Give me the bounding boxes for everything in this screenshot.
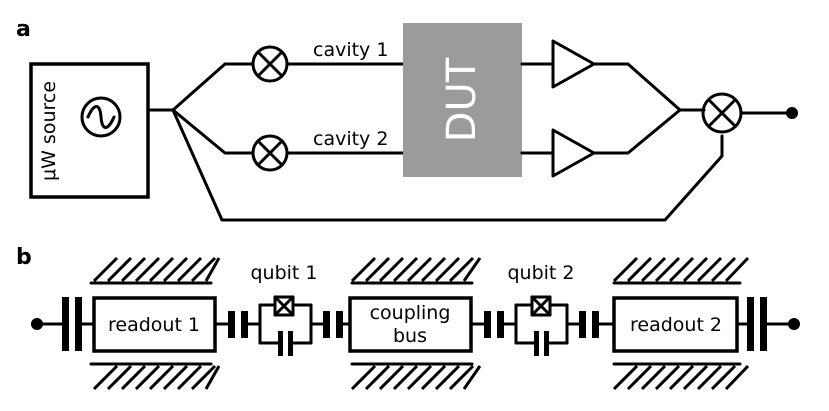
hatch-line — [668, 256, 695, 283]
hatch-line — [204, 257, 221, 282]
hatch-line — [626, 364, 653, 391]
qubit-1-circuit: qubit 1 — [213, 262, 352, 356]
hatch-line — [696, 364, 723, 391]
hatch-line — [162, 364, 189, 391]
mixer-icon — [251, 134, 289, 172]
hatch-line — [92, 364, 119, 391]
coupling-bus-label-line1: coupling — [370, 302, 451, 324]
dut-block: DUT — [403, 23, 522, 177]
hatch-line — [134, 256, 161, 283]
hatch-line — [106, 364, 133, 391]
source-label: μW source — [38, 81, 60, 181]
hatch-line — [724, 256, 750, 283]
hatch-line — [682, 364, 709, 391]
coupling-capacitor-icon — [62, 297, 82, 351]
hatch-line — [724, 364, 750, 391]
hatch-line — [668, 364, 695, 391]
panel-a-label: a — [16, 17, 31, 42]
hatch-line — [696, 256, 723, 283]
coupling-bus-label-line2: bus — [393, 325, 427, 347]
sine-wave-icon — [86, 105, 116, 129]
readout-1-resonator: readout 1 — [89, 281, 217, 366]
amplifier-icon — [551, 128, 596, 178]
hatch-line — [350, 364, 377, 391]
hatch-line — [640, 364, 667, 391]
panel-b-label: b — [16, 245, 32, 270]
hatch-line — [612, 256, 639, 283]
hatch-line — [378, 256, 405, 283]
dut-label: DUT — [439, 57, 485, 142]
hatch-line — [448, 364, 475, 391]
sine-source-icon — [80, 96, 122, 138]
hatch-line — [120, 364, 147, 391]
output-terminal — [786, 107, 798, 119]
cavity-2-label: cavity 2 — [313, 128, 388, 150]
hatch-line — [420, 364, 447, 391]
readout-2-label: readout 2 — [630, 314, 722, 336]
hatch-line — [626, 256, 653, 283]
josephson-junction-icon — [273, 295, 295, 317]
hatch-line — [162, 256, 189, 283]
hatch-line — [148, 364, 175, 391]
cavity-1-label: cavity 1 — [313, 39, 388, 61]
hatch-line — [364, 364, 391, 391]
amplifier-icon — [551, 39, 596, 89]
hatch-line — [190, 364, 217, 391]
josephson-junction-icon — [530, 295, 552, 317]
hatch-line — [364, 256, 391, 283]
hatch-line — [106, 256, 133, 283]
hatch-line — [420, 256, 447, 283]
hatch-line — [176, 256, 203, 283]
hatch-line — [710, 364, 737, 391]
coupling-bus-resonator: coupling bus — [348, 281, 474, 366]
hatch-line — [462, 257, 482, 282]
hatch-line — [640, 256, 667, 283]
hatch-line — [710, 256, 737, 283]
mixer-icon — [251, 45, 289, 83]
hatch-line — [204, 365, 221, 390]
ground-hatching — [92, 256, 750, 391]
hatch-line — [448, 256, 475, 283]
readout-1-label: readout 1 — [108, 314, 200, 336]
hatch-line — [654, 364, 681, 391]
coupling-capacitor-icon — [747, 297, 767, 351]
hatch-line — [378, 364, 405, 391]
hatch-line — [406, 256, 433, 283]
hatch-line — [148, 256, 175, 283]
splitter-wiring — [146, 62, 724, 222]
hatch-line — [120, 256, 147, 283]
qubit-1-label: qubit 1 — [250, 262, 317, 284]
mixer-icon — [701, 92, 743, 134]
hatch-line — [654, 256, 681, 283]
hatch-line — [134, 364, 161, 391]
hatch-line — [176, 364, 203, 391]
qubit-2-circuit: qubit 2 — [469, 262, 616, 356]
hatch-line — [682, 256, 709, 283]
dut-box — [403, 23, 522, 177]
hatch-line — [350, 256, 377, 283]
hatch-line — [406, 364, 433, 391]
hatch-line — [434, 256, 461, 283]
hatch-line — [434, 364, 461, 391]
hatch-line — [92, 256, 119, 283]
microwave-source: μW source — [29, 62, 150, 199]
hatch-line — [392, 256, 419, 283]
readout-2-resonator: readout 2 — [612, 281, 742, 366]
hatch-line — [392, 364, 419, 391]
qubit-2-label: qubit 2 — [507, 262, 574, 284]
output-terminal-b — [788, 318, 800, 330]
hatch-line — [462, 365, 482, 390]
hatch-line — [612, 364, 639, 391]
hatch-line — [190, 256, 217, 283]
